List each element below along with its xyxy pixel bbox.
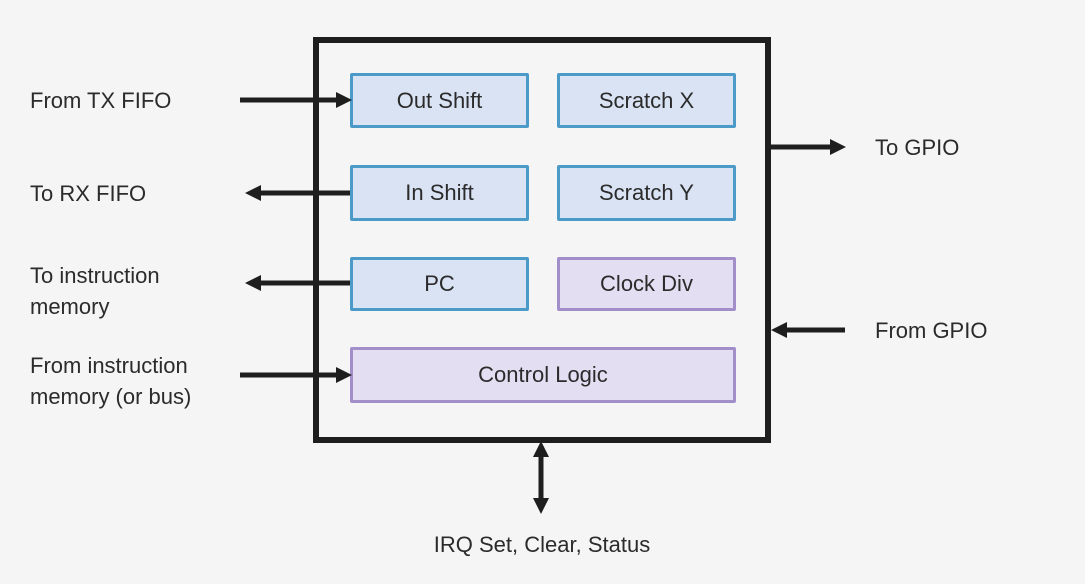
- block-in-shift: In Shift: [350, 165, 529, 221]
- state-machine-outline-box: [313, 37, 771, 443]
- label-from-tx-fifo: From TX FIFO: [30, 88, 172, 113]
- block-label: PC: [424, 271, 455, 296]
- label-to-rx-fifo: To RX FIFO: [30, 181, 147, 206]
- label-line: From instruction: [30, 353, 188, 378]
- label-irq: IRQ Set, Clear, Status: [433, 532, 651, 557]
- block-label: Control Logic: [478, 362, 608, 387]
- label-line: memory: [30, 294, 110, 319]
- label-line: memory (or bus): [30, 384, 192, 409]
- block-label: Scratch Y: [599, 180, 694, 205]
- block-label: Clock Div: [600, 271, 693, 296]
- block-clock-div: Clock Div: [557, 257, 736, 311]
- label-to-gpio: To GPIO: [875, 135, 960, 160]
- label-line: To instruction: [30, 263, 160, 288]
- block-control-logic: Control Logic: [350, 347, 736, 403]
- label-to-instruction-memory: To instruction memory: [30, 260, 160, 322]
- arrow-to-gpio: [768, 139, 846, 155]
- arrow-irq-bidirectional: [533, 441, 549, 514]
- block-scratch-x: Scratch X: [557, 73, 736, 128]
- block-label: Out Shift: [396, 87, 483, 113]
- block-label: In Shift: [405, 180, 474, 205]
- block-scratch-y: Scratch Y: [557, 165, 736, 221]
- label-from-instruction-memory: From instruction memory (or bus): [30, 350, 191, 412]
- block-out-shift: Out Shift: [350, 73, 529, 128]
- label-from-gpio: From GPIO: [875, 318, 988, 343]
- arrow-from-gpio: [771, 322, 845, 338]
- block-label: Scratch X: [598, 87, 695, 113]
- block-pc: PC: [350, 257, 529, 311]
